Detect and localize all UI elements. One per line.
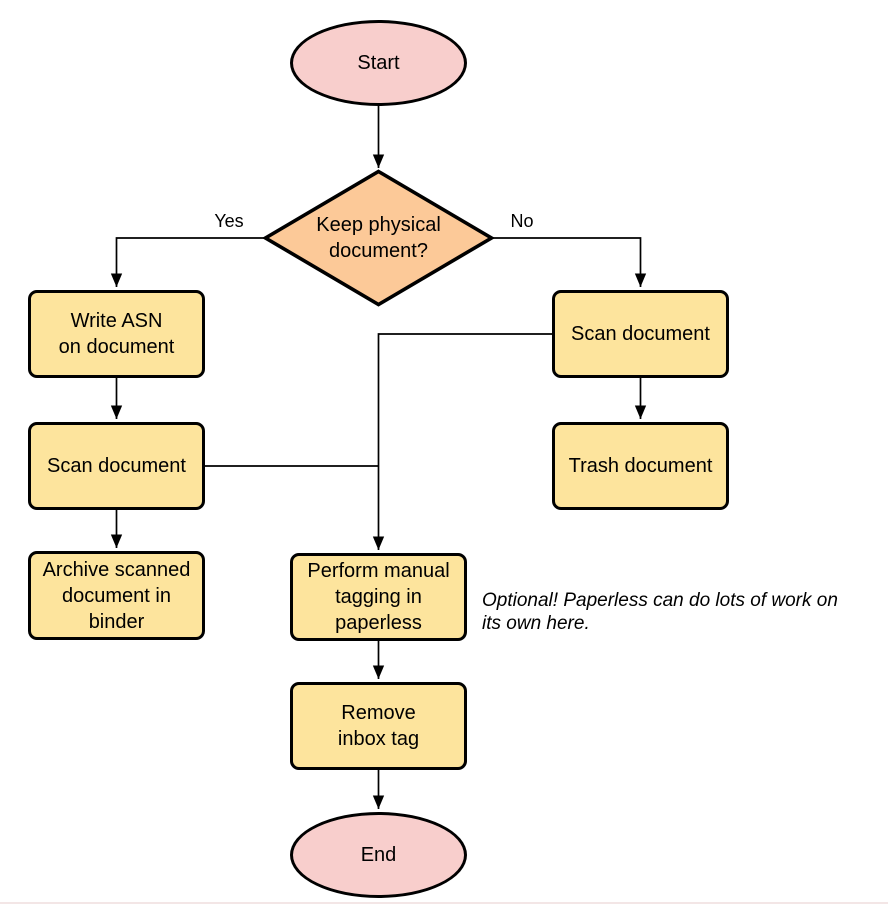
- edge-label-no: No: [510, 211, 534, 231]
- edge-decision-yes-to-write-asn: [110, 237, 266, 287]
- write-asn-line-2: on document: [58, 336, 175, 358]
- node-archive-in-binder: Archive scanned document in binder: [28, 551, 205, 640]
- scan-right-label: Scan document: [571, 323, 710, 345]
- node-write-asn: Write ASN on document: [28, 290, 205, 378]
- node-remove-inbox-tag: Remove inbox tag: [290, 682, 467, 770]
- node-start-label: Start: [357, 52, 400, 74]
- node-scan-document-left: Scan document: [28, 422, 205, 510]
- annotation-note: Optional! Paperless can do lots of work …: [482, 589, 838, 635]
- annotation-note-line-2: its own here.: [482, 613, 590, 634]
- edge-decision-no-to-scan-right: [491, 237, 647, 287]
- decision-line-1: Keep physical: [316, 214, 441, 236]
- trash-label: Trash document: [568, 455, 713, 477]
- node-end-label: End: [360, 844, 397, 866]
- archive-line-3: binder: [88, 610, 145, 633]
- edge-scan-right-to-perform-tagging: [372, 333, 552, 550]
- remove-line-2: inbox tag: [337, 728, 420, 750]
- node-scan-document-right: Scan document: [552, 290, 729, 378]
- perform-line-2: tagging in: [335, 586, 422, 608]
- scan-left-label: Scan document: [47, 455, 186, 477]
- remove-line-1: Remove: [341, 702, 416, 724]
- node-decision-label: Keep physical document?: [266, 211, 491, 265]
- decision-diamond-shape: [261, 169, 496, 307]
- node-start: Start: [290, 20, 467, 106]
- perform-line-1: Perform manual: [307, 560, 450, 582]
- node-end: End: [290, 812, 467, 898]
- archive-line-1: Archive scanned: [42, 558, 191, 581]
- node-perform-manual-tagging: Perform manual tagging in paperless: [290, 553, 467, 641]
- perform-line-3: paperless: [335, 612, 422, 634]
- edge-label-yes: Yes: [214, 211, 244, 231]
- bottom-rule: [0, 902, 888, 904]
- node-trash-document: Trash document: [552, 422, 729, 510]
- decision-line-2: document?: [329, 240, 428, 262]
- write-asn-line-1: Write ASN: [70, 310, 163, 332]
- annotation-note-line-1: Optional! Paperless can do lots of work …: [482, 590, 838, 611]
- archive-line-2: document in: [62, 584, 171, 607]
